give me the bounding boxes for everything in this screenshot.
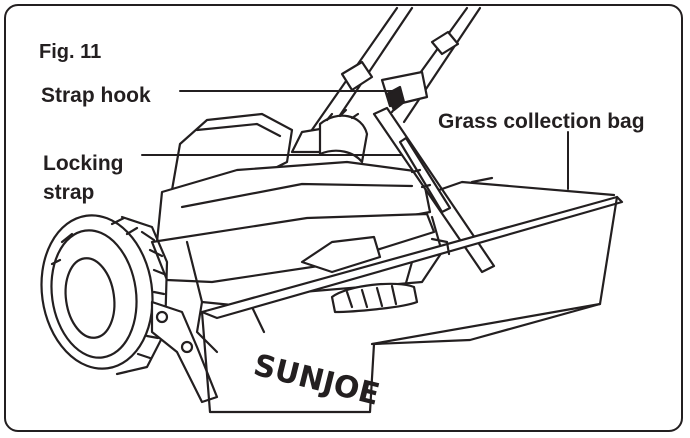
brand-logo: SUNJOE (250, 348, 383, 413)
callout-leaders (141, 90, 569, 190)
motor-housing (150, 112, 436, 284)
cutting-reel (330, 282, 419, 314)
mower-illustration: SUNJOE (40, 6, 624, 414)
grass-collection-bag-label: Grass collection bag (438, 110, 645, 133)
figure-frame: SUNJOE Fig. 11 Strap hook Locking strap … (4, 4, 683, 432)
strap-hook-label: Strap hook (41, 84, 151, 107)
front-wheel (40, 214, 169, 376)
grass-collection-bag (200, 176, 624, 414)
figure-number: Fig. 11 (39, 41, 102, 63)
locking-strap-label: Locking strap (43, 152, 124, 204)
strap-assembly (372, 85, 496, 274)
rear-wheel (318, 108, 369, 164)
